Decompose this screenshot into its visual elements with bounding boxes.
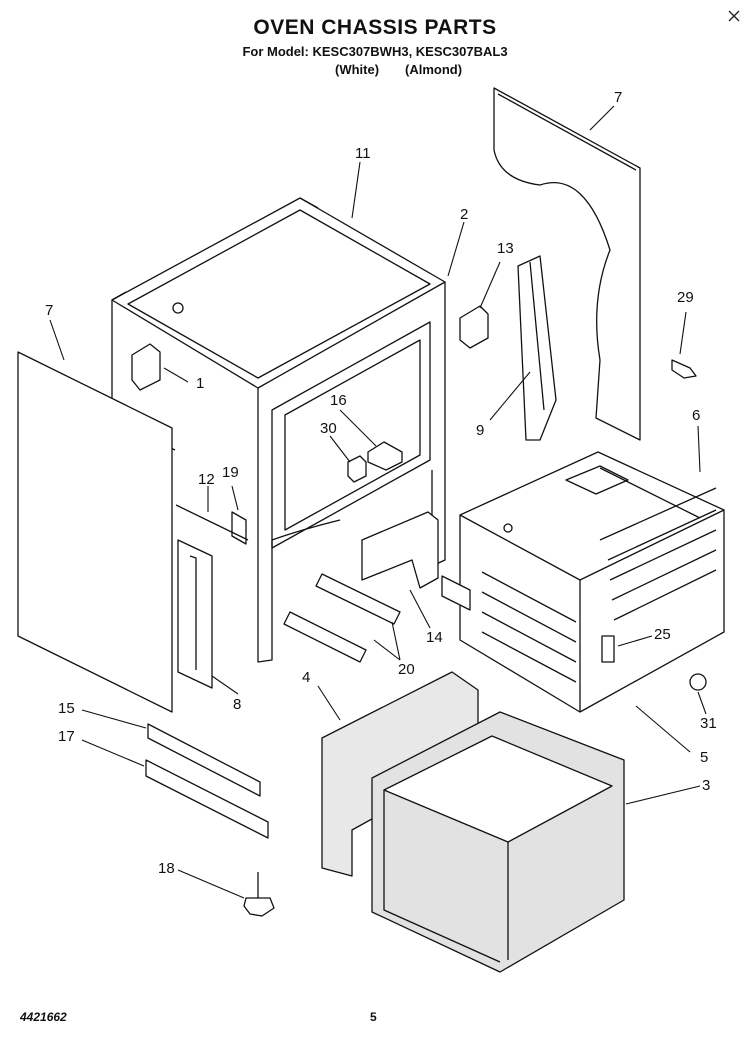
- rail-part-12: [175, 504, 249, 541]
- channel-part-9: [517, 255, 557, 441]
- callout-5: 5: [700, 749, 709, 766]
- callout-14: 14: [426, 629, 443, 646]
- part-30: [347, 455, 367, 483]
- callout-25: 25: [654, 626, 671, 643]
- oven-cavity-part-5: [441, 451, 725, 713]
- corner-registration-mark: [728, 10, 740, 22]
- leader-lines: [49, 105, 707, 899]
- callout-29: 29: [677, 289, 694, 306]
- knob-part-31: [689, 673, 707, 691]
- callout-3: 3: [702, 777, 711, 794]
- callout-11: 11: [355, 145, 371, 162]
- page-number: 5: [370, 1010, 377, 1024]
- callout-19: 19: [222, 464, 239, 481]
- insulation-part-3: [371, 711, 625, 973]
- bracket-part-1: [131, 343, 161, 391]
- callout-1: 1: [196, 375, 205, 392]
- callout-17: 17: [58, 728, 75, 745]
- variant-almond: (Almond): [405, 62, 463, 77]
- clip-part-13: [459, 305, 489, 349]
- side-bracket-part-8: [177, 539, 213, 689]
- callout-6: 6: [692, 407, 701, 424]
- side-panel-part-7: [17, 351, 173, 713]
- rail-part-17: [145, 759, 269, 839]
- model-line: For Model: KESC307BWH3, KESC307BAL3: [242, 44, 508, 59]
- callout-30: 30: [320, 420, 337, 437]
- rear-panel-part-7: [493, 87, 641, 441]
- callout-15: 15: [58, 700, 75, 717]
- callout-20: 20: [398, 661, 415, 678]
- callout-8: 8: [233, 696, 242, 713]
- callout-18: 18: [158, 860, 175, 877]
- bracket-part-19: [231, 511, 247, 545]
- callout-4: 4: [302, 669, 311, 686]
- bracket-part-14: [361, 511, 439, 589]
- callout-9: 9: [476, 422, 485, 439]
- variant-white: (White): [335, 62, 380, 77]
- document-number: 4421662: [20, 1010, 67, 1024]
- fastener-part-29: [671, 359, 697, 379]
- callout-7-rear-panel: 7: [614, 89, 623, 106]
- page-title: OVEN CHASSIS PARTS: [253, 16, 497, 39]
- callout-13: 13: [497, 240, 514, 257]
- callout-16: 16: [330, 392, 347, 409]
- callout-12: 12: [198, 471, 215, 488]
- rail-part-15: [147, 723, 261, 797]
- rails-part-20: [283, 573, 401, 663]
- callout-31: 31: [700, 715, 717, 732]
- leveling-leg-part-18: [243, 872, 275, 917]
- callout-2: 2: [460, 206, 469, 223]
- callout-7-side-panel: 7: [45, 302, 54, 319]
- switch-part-16: [367, 441, 403, 471]
